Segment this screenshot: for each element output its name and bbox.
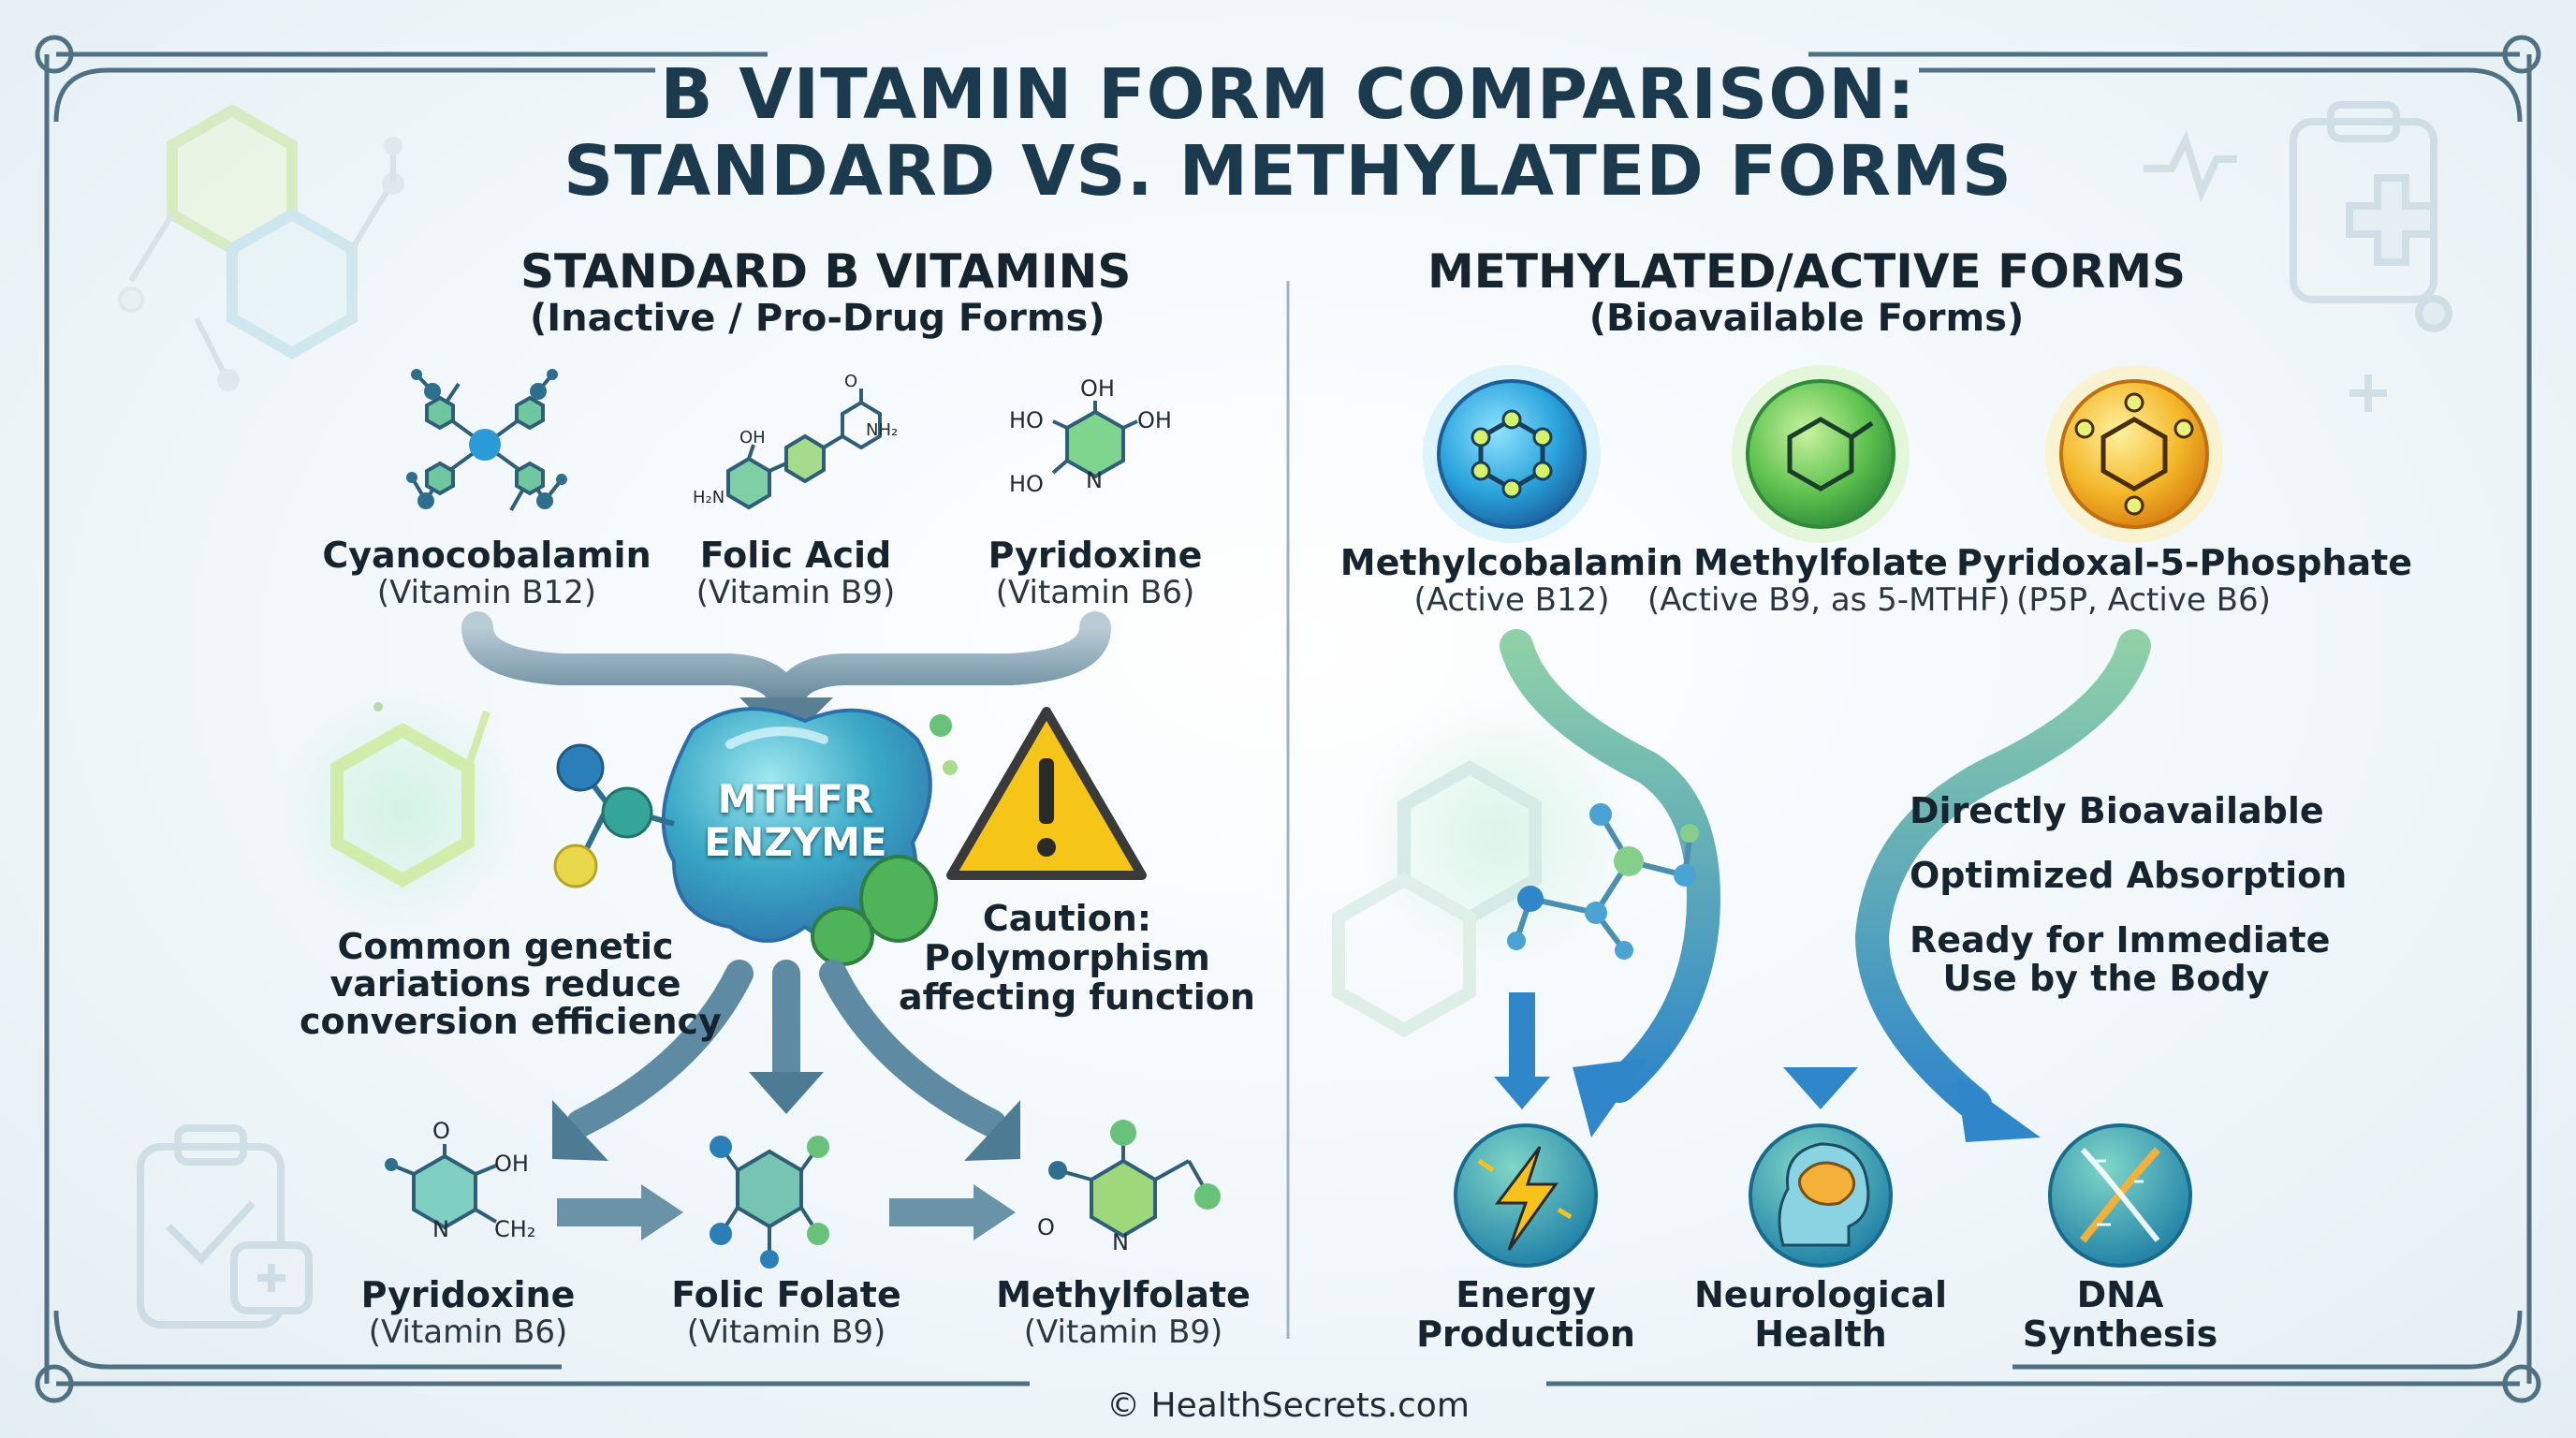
enzyme-blob bbox=[553, 707, 958, 966]
input-name-cyanocobalamin: Cyanocobalamin bbox=[322, 535, 651, 576]
title-line-2: STANDARD VS. METHYLATED FORMS bbox=[564, 131, 2012, 212]
input-form-pyridoxine: (Vitamin B6) bbox=[995, 574, 1195, 611]
molecule-label-oh-top: OH bbox=[1080, 375, 1115, 402]
benefit-ready-line-1: Ready for Immediate bbox=[1910, 919, 2331, 961]
input-form-folic-acid: (Vitamin B9) bbox=[695, 574, 896, 611]
benefit-directly-bioavailable: Directly Bioavailable bbox=[1910, 790, 2324, 831]
form-name-pyridoxal-5-phosphate: Pyridoxal-5-Phosphate bbox=[1956, 542, 2413, 583]
molecule-label-ho: HO bbox=[1009, 407, 1044, 433]
energy-outcome-icon bbox=[1454, 1123, 1598, 1268]
decorative-molecule-atoms bbox=[1507, 803, 1699, 960]
form-desc-pyridoxal-5-phosphate: (P5P, Active B6) bbox=[2016, 581, 2271, 619]
pyridoxine-molecule-icon bbox=[1051, 401, 1138, 479]
form-desc-methylfolate: (Active B9, as 5-MTHF) bbox=[1647, 581, 2011, 619]
output-molecule-label-n2: N bbox=[1112, 1229, 1129, 1255]
enzyme-label-line-2: ENZYME bbox=[704, 819, 887, 865]
molecule-label-oh: OH bbox=[739, 428, 766, 448]
output-form-methylfolate: (Vitamin B9) bbox=[1023, 1313, 1223, 1351]
background-molecule-right-middle bbox=[1332, 693, 1638, 1038]
output-name-pyridoxine: Pyridoxine bbox=[360, 1274, 576, 1315]
caution-line-3: affecting function bbox=[899, 976, 1255, 1018]
warning-icon bbox=[946, 707, 1147, 880]
input-form-cyanocobalamin: (Vitamin B12) bbox=[376, 574, 597, 611]
input-name-folic-acid: Folic Acid bbox=[699, 535, 892, 576]
form-desc-methylcobalamin: (Active B12) bbox=[1413, 581, 1610, 619]
right-heading: METHYLATED/ACTIVE FORMS bbox=[1427, 244, 2187, 299]
outcome-energy-line-1: Energy bbox=[1456, 1274, 1596, 1315]
molecule-label-oh-right: OH bbox=[1137, 407, 1172, 433]
output-name-methylfolate: Methylfolate bbox=[996, 1274, 1251, 1315]
background-clipboard-icon-top-right bbox=[2144, 101, 2452, 412]
output-form-folic-folate: (Vitamin B9) bbox=[686, 1313, 886, 1351]
molecule-label-nh2: NH₂ bbox=[866, 420, 899, 440]
caution-line-1: Caution: bbox=[982, 898, 1152, 939]
caution-line-2: Polymorphism bbox=[924, 937, 1210, 978]
outcome-dna-line-1: DNA bbox=[2076, 1274, 2164, 1315]
credit-footer: © HealthSecrets.com bbox=[1106, 1387, 1470, 1425]
folic-acid-molecule-icon bbox=[726, 389, 882, 510]
diverging-arrows bbox=[566, 960, 1006, 1137]
molecule-label-o: O bbox=[844, 372, 858, 391]
cyanocobalamin-molecule-icon bbox=[406, 369, 567, 511]
right-subheading: (Bioavailable Forms) bbox=[1588, 297, 2025, 340]
methylcobalamin-orb-icon bbox=[1423, 365, 1601, 543]
benefit-ready-line-2: Use by the Body bbox=[1942, 958, 2270, 999]
outcome-neurological-line-2: Health bbox=[1754, 1313, 1887, 1355]
dna-outcome-icon bbox=[2048, 1123, 2192, 1268]
output-molecule-label-o: O bbox=[432, 1118, 450, 1144]
background-clipboard-icon-bottom-left bbox=[137, 1124, 313, 1328]
active-flow-arrow-heads bbox=[1573, 1058, 2041, 1142]
output-molecule-label-n: N bbox=[432, 1216, 449, 1242]
molecule-label-h2n: H₂N bbox=[693, 488, 725, 507]
genetic-note-line-2: variations reduce bbox=[329, 963, 681, 1005]
molecule-label-n: N bbox=[1086, 467, 1103, 493]
diverging-arrow-heads bbox=[552, 1072, 1020, 1161]
genetic-note-line-3: conversion efficiency bbox=[300, 1001, 722, 1042]
molecule-label-ho-bottom: HO bbox=[1009, 471, 1044, 497]
background-molecule-top-left bbox=[118, 104, 404, 391]
form-name-methylfolate: Methylfolate bbox=[1693, 542, 1948, 583]
left-heading: STANDARD B VITAMINS bbox=[520, 244, 1132, 299]
methylfolate-output-molecule-icon bbox=[1048, 1120, 1221, 1239]
pyridoxal-5-phosphate-orb-icon bbox=[2045, 365, 2223, 543]
energy-side-arrow bbox=[1494, 992, 1550, 1109]
outcome-dna-line-2: Synthesis bbox=[2022, 1313, 2218, 1355]
output-molecule-label-o2: O bbox=[1037, 1214, 1055, 1240]
pyridoxine-output-molecule-icon bbox=[385, 1144, 498, 1230]
output-name-folic-folate: Folic Folate bbox=[671, 1274, 901, 1315]
background-molecule-left-middle bbox=[281, 688, 524, 932]
left-subheading: (Inactive / Pro-Drug Forms) bbox=[530, 297, 1105, 340]
form-name-methylcobalamin: Methylcobalamin bbox=[1339, 542, 1684, 583]
decorative-frame bbox=[35, 35, 2541, 1403]
folic-folate-output-molecule-icon bbox=[710, 1136, 829, 1269]
title-line-1: B VITAMIN FORM COMPARISON: bbox=[660, 54, 1916, 135]
outcome-neurological-line-1: Neurological bbox=[1693, 1274, 1948, 1315]
horizontal-flow-arrows bbox=[557, 1184, 1016, 1240]
methylfolate-orb-icon bbox=[1732, 365, 1910, 543]
output-molecule-label-oh: OH bbox=[494, 1151, 529, 1177]
enzyme-label-line-1: MTHFR bbox=[717, 776, 874, 822]
output-molecule-label-ch2: CH₂ bbox=[494, 1216, 536, 1242]
output-form-pyridoxine: (Vitamin B6) bbox=[368, 1313, 568, 1351]
input-name-pyridoxine: Pyridoxine bbox=[988, 535, 1203, 576]
genetic-note-line-1: Common genetic bbox=[337, 926, 674, 967]
neurological-outcome-icon bbox=[1749, 1123, 1893, 1268]
benefit-optimized-absorption: Optimized Absorption bbox=[1910, 855, 2348, 896]
outcome-energy-line-2: Production bbox=[1416, 1313, 1635, 1355]
